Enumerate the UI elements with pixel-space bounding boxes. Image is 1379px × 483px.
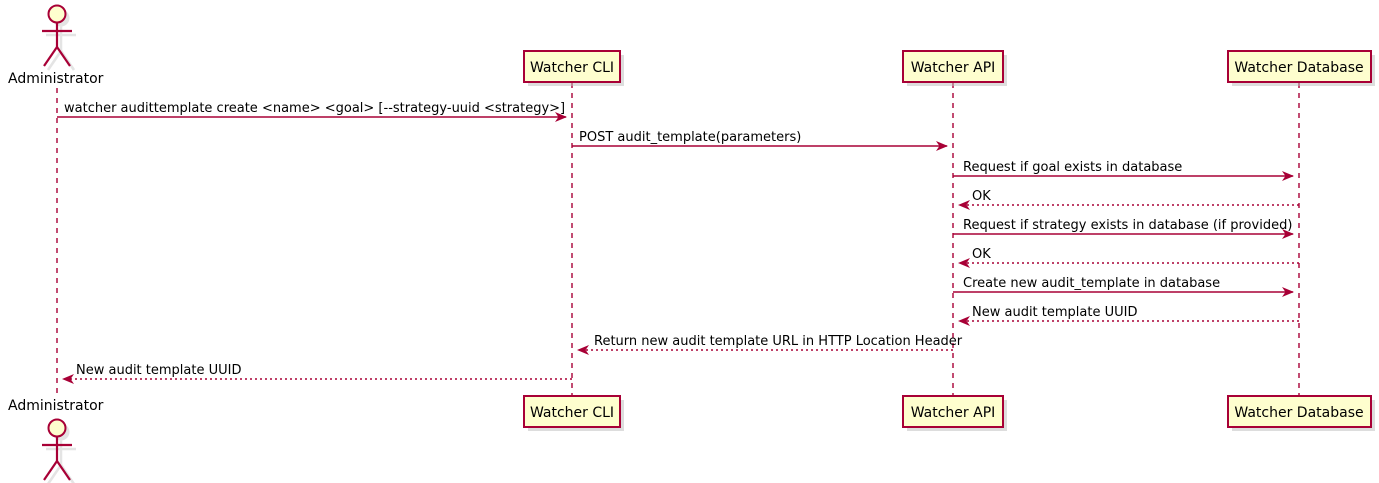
participant-box-rect xyxy=(902,50,1004,83)
message-label: Request if strategy exists in database (… xyxy=(963,218,1292,233)
message-10[interactable]: New audit template UUID xyxy=(62,363,572,384)
participant-label-watcher-database-top: Watcher Database xyxy=(1234,60,1363,76)
message-5[interactable]: Request if strategy exists in database (… xyxy=(953,218,1294,239)
message-label: OK xyxy=(972,247,991,262)
message-label: Return new audit template URL in HTTP Lo… xyxy=(594,334,963,349)
message-2[interactable]: POST audit_template(parameters) xyxy=(572,130,948,151)
participant-label-watcher-cli-top: Watcher CLI xyxy=(530,60,614,76)
message-label: OK xyxy=(972,189,991,204)
participant-box-rect xyxy=(1227,395,1372,428)
message-label: Create new audit_template in database xyxy=(963,276,1220,291)
message-label: POST audit_template(parameters) xyxy=(579,130,801,145)
participant-box-rect xyxy=(523,50,621,83)
participant-label-watcher-api-bottom: Watcher API xyxy=(911,405,996,421)
participant-label-watcher-cli-bottom: Watcher CLI xyxy=(530,405,614,421)
message-6[interactable]: OK xyxy=(958,247,1299,268)
participant-box-rect xyxy=(902,395,1004,428)
participant-box-rect xyxy=(523,395,621,428)
actor-leg-left xyxy=(43,460,58,481)
actor-head-icon xyxy=(47,418,67,438)
message-4[interactable]: OK xyxy=(958,189,1299,210)
participant-box-watcher-api-top[interactable]: Watcher API xyxy=(902,50,1007,86)
participant-box-rect xyxy=(1227,50,1372,83)
actor-leg-right xyxy=(56,46,71,67)
actor-label-administrator-bottom: Administrator xyxy=(8,398,104,414)
actor-head-icon xyxy=(47,4,67,24)
actor-administrator-top[interactable]: Administrator xyxy=(8,4,104,88)
participant-box-watcher-database-top[interactable]: Watcher Database xyxy=(1227,50,1375,86)
actor-administrator-bottom[interactable]: Administrator xyxy=(8,398,104,483)
participant-box-watcher-database-bottom[interactable]: Watcher Database xyxy=(1227,395,1375,431)
actor-leg-right xyxy=(56,460,71,481)
participant-label-watcher-database-bottom: Watcher Database xyxy=(1234,405,1363,421)
message-1[interactable]: watcher audittemplate create <name> <goa… xyxy=(57,101,567,122)
message-label: New audit template UUID xyxy=(76,363,241,378)
participant-label-watcher-api-top: Watcher API xyxy=(911,60,996,76)
message-8[interactable]: New audit template UUID xyxy=(958,305,1299,326)
actor-label-administrator-top: Administrator xyxy=(8,71,104,87)
actor-leg-left xyxy=(43,46,58,67)
message-7[interactable]: Create new audit_template in database xyxy=(953,276,1294,297)
message-label: New audit template UUID xyxy=(972,305,1137,320)
lifelines-group xyxy=(56,83,1300,396)
participant-box-watcher-cli-top[interactable]: Watcher CLI xyxy=(523,50,624,86)
participant-box-watcher-cli-bottom[interactable]: Watcher CLI xyxy=(523,395,624,431)
message-label: watcher audittemplate create <name> <goa… xyxy=(64,101,565,116)
participant-box-watcher-api-bottom[interactable]: Watcher API xyxy=(902,395,1007,431)
message-9[interactable]: Return new audit template URL in HTTP Lo… xyxy=(577,334,963,355)
message-3[interactable]: Request if goal exists in database xyxy=(953,160,1294,181)
message-label: Request if goal exists in database xyxy=(963,160,1182,175)
